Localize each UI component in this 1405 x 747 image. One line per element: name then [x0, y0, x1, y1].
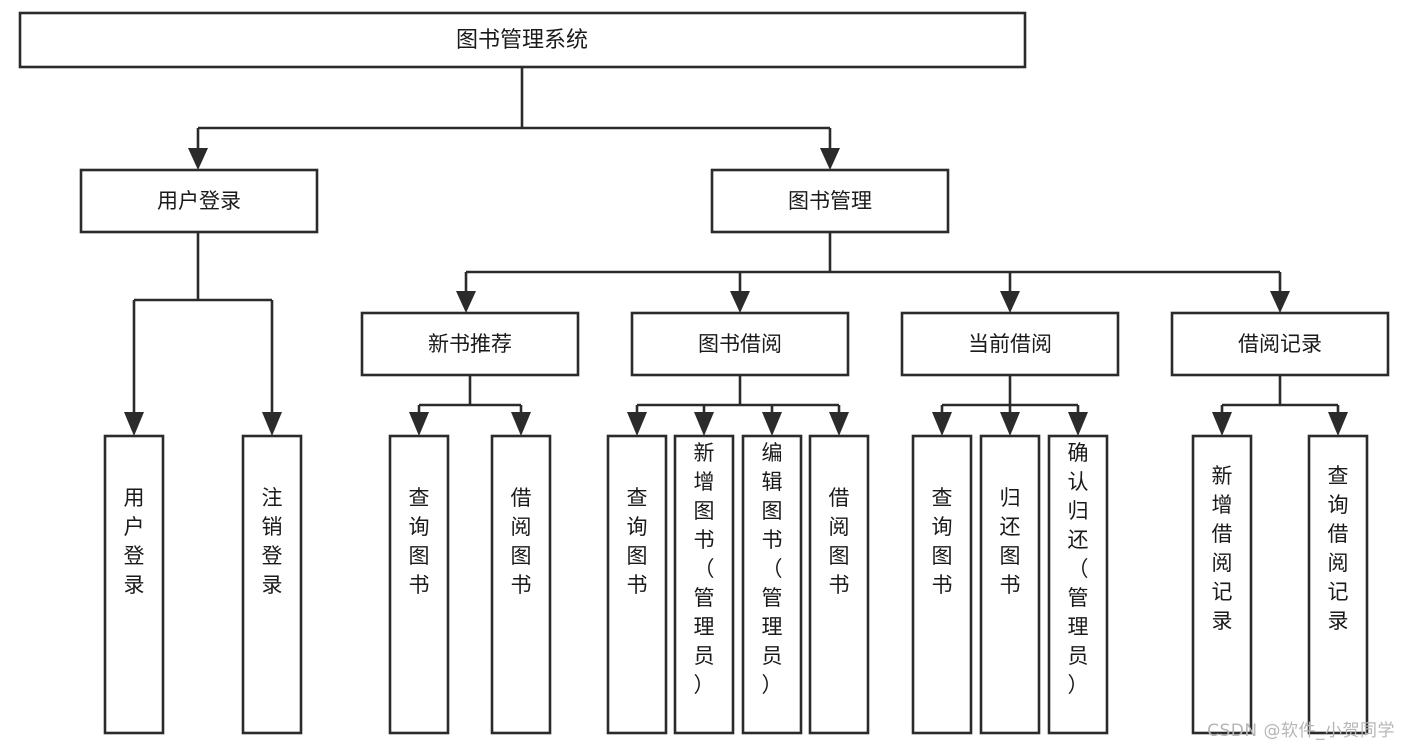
node-leaf-user-login-label: 用户登录: [124, 486, 145, 597]
node-leaf-query-record-label: 查询借阅记录: [1328, 464, 1349, 633]
node-leaf-add-record-box[interactable]: [1191, 434, 1253, 735]
node-book-manage-label: 图书管理: [788, 189, 872, 213]
node-leaf-query-record-box[interactable]: [1307, 434, 1369, 735]
node-borrow-record[interactable]: 借阅记录: [1170, 311, 1390, 377]
node-user-login[interactable]: 用户登录: [79, 168, 319, 234]
node-book-borrow[interactable]: 图书借阅: [630, 311, 850, 377]
node-leaf-add-book-label: 新增图书（管理员）: [694, 441, 715, 697]
node-new-book-rec-box[interactable]: [360, 311, 580, 377]
node-leaf-query-book-3-label: 查询图书: [932, 486, 953, 597]
node-book-manage-box[interactable]: [710, 168, 950, 234]
arrowhead-leaf-confirm-return: [1068, 412, 1088, 436]
node-leaf-query-book-2-box[interactable]: [606, 434, 668, 735]
node-leaf-add-book-box[interactable]: [673, 434, 735, 735]
node-borrow-record-box[interactable]: [1170, 311, 1390, 377]
node-leaf-confirm-return-label: 确认归还（管理员）: [1068, 441, 1089, 697]
node-leaf-edit-book[interactable]: 编辑图书（管理员）: [741, 434, 803, 735]
node-user-login-label: 用户登录: [157, 189, 241, 213]
node-leaf-query-book-2-label: 查询图书: [627, 486, 648, 597]
node-leaf-borrow-book-1[interactable]: 借阅图书: [490, 434, 552, 735]
node-root-label: 图书管理系统: [456, 28, 588, 53]
node-leaf-add-record-label: 新增借阅记录: [1212, 464, 1233, 633]
arrowhead-leaf-query-record: [1328, 412, 1348, 436]
node-leaf-query-book-1[interactable]: 查询图书: [388, 434, 450, 735]
connector-new-book-rec-to-leaves: [409, 375, 531, 436]
node-book-borrow-label: 图书借阅: [698, 332, 782, 356]
node-leaf-confirm-return-box[interactable]: [1047, 434, 1109, 735]
arrowhead-leaf-user-login: [124, 412, 144, 436]
connector-root-to-level2: [188, 67, 840, 170]
arrowhead-leaf-user-logout: [262, 412, 282, 436]
node-leaf-add-record[interactable]: 新增借阅记录: [1191, 434, 1253, 735]
node-leaf-edit-book-label: 编辑图书（管理员）: [762, 441, 783, 697]
node-new-book-rec-label: 新书推荐: [428, 332, 512, 356]
arrowhead-leaf-query-book-2: [627, 412, 647, 436]
connector-current-borrow-to-leaves: [932, 375, 1088, 436]
node-root-box[interactable]: [18, 11, 1027, 69]
node-leaf-user-login-box[interactable]: [103, 434, 165, 735]
connector-borrow-record-to-leaves: [1212, 375, 1348, 436]
node-user-login-box[interactable]: [79, 168, 319, 234]
connector-book-borrow-to-leaves: [627, 375, 849, 436]
node-current-borrow[interactable]: 当前借阅: [900, 311, 1120, 377]
arrowhead-leaf-borrow-book-2: [829, 412, 849, 436]
node-leaf-return-book[interactable]: 归还图书: [979, 434, 1041, 735]
node-leaf-borrow-book-2-label: 借阅图书: [829, 486, 850, 597]
arrowhead-book-manage: [820, 148, 840, 170]
arrowhead-current-borrow: [1000, 291, 1020, 313]
node-leaf-user-login[interactable]: 用户登录: [103, 434, 165, 735]
node-current-borrow-label: 当前借阅: [968, 332, 1052, 356]
node-current-borrow-box[interactable]: [900, 311, 1120, 377]
node-leaf-return-book-label: 归还图书: [1000, 486, 1021, 597]
node-leaf-edit-book-box[interactable]: [741, 434, 803, 735]
node-leaf-query-book-3[interactable]: 查询图书: [911, 434, 973, 735]
node-leaf-user-logout-label: 注销登录: [262, 486, 283, 597]
node-leaf-query-book-1-label: 查询图书: [409, 486, 430, 597]
node-leaf-borrow-book-1-label: 借阅图书: [511, 486, 532, 597]
csdn-watermark: CSDN @软件_小贺同学: [1207, 721, 1395, 741]
connector-book-manage-to-level3: [456, 232, 1290, 313]
node-leaf-add-book[interactable]: 新增图书（管理员）: [673, 434, 735, 735]
node-leaf-query-record[interactable]: 查询借阅记录: [1307, 434, 1369, 735]
connector-user-login-to-leaves: [124, 232, 282, 436]
arrowhead-borrow-record: [1270, 291, 1290, 313]
node-leaf-query-book-2[interactable]: 查询图书: [606, 434, 668, 735]
node-book-manage[interactable]: 图书管理: [710, 168, 950, 234]
arrowhead-user-login: [188, 148, 208, 170]
node-leaf-query-book-3-box[interactable]: [911, 434, 973, 735]
node-root[interactable]: 图书管理系统: [18, 11, 1027, 69]
node-leaf-user-logout[interactable]: 注销登录: [241, 434, 303, 735]
node-book-borrow-box[interactable]: [630, 311, 850, 377]
arrowhead-leaf-add-record: [1212, 412, 1232, 436]
arrowhead-leaf-edit-book: [762, 412, 782, 436]
node-leaf-borrow-book-2-box[interactable]: [808, 434, 870, 735]
arrowhead-leaf-add-book: [694, 412, 714, 436]
node-leaf-borrow-book-1-box[interactable]: [490, 434, 552, 735]
node-borrow-record-label: 借阅记录: [1238, 332, 1322, 356]
arrowhead-book-borrow: [730, 291, 750, 313]
arrowhead-leaf-borrow-book-1: [511, 412, 531, 436]
arrowhead-leaf-query-book-3: [932, 412, 952, 436]
node-leaf-confirm-return[interactable]: 确认归还（管理员）: [1047, 434, 1109, 735]
node-leaf-user-logout-box[interactable]: [241, 434, 303, 735]
node-leaf-query-book-1-box[interactable]: [388, 434, 450, 735]
arrowhead-new-book-rec: [456, 291, 476, 313]
node-leaf-borrow-book-2[interactable]: 借阅图书: [808, 434, 870, 735]
arrowhead-leaf-return-book: [1000, 412, 1020, 436]
node-new-book-rec[interactable]: 新书推荐: [360, 311, 580, 377]
node-leaf-return-book-box[interactable]: [979, 434, 1041, 735]
arrowhead-leaf-query-book-1: [409, 412, 429, 436]
